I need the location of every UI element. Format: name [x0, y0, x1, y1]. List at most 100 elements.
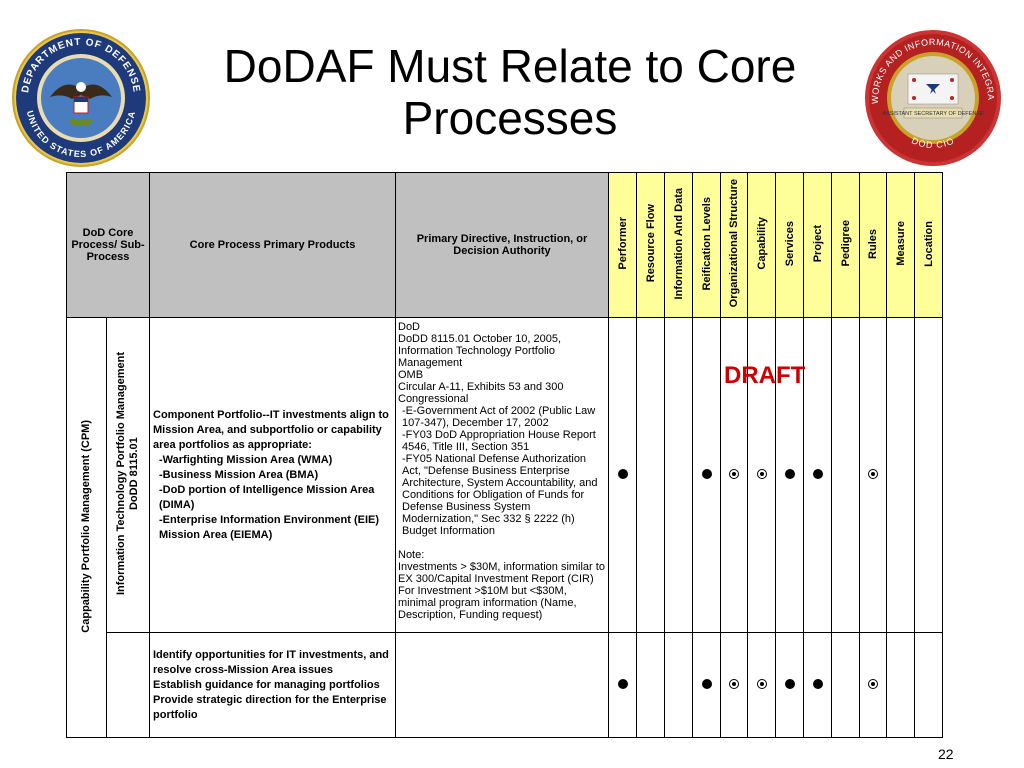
subprocess-label: Information Technology Portfolio Managem… — [115, 352, 141, 595]
header-products: Core Process Primary Products — [149, 172, 396, 318]
authority-line: -FY05 National Defense Authorization Act… — [402, 453, 598, 537]
mark-cell — [692, 317, 721, 633]
mark-cell — [664, 632, 693, 738]
header-attribute: Resource Flow — [636, 172, 665, 318]
authority-line: Note: — [398, 549, 425, 561]
slide-title: DoDAF Must Relate to Core Processes — [150, 40, 870, 144]
mark-cell — [608, 317, 637, 633]
mark-cell — [664, 317, 693, 633]
header-attribute: Reification Levels — [692, 172, 721, 318]
header-attribute-label: Project — [811, 224, 824, 263]
header-attribute: Performer — [608, 172, 637, 318]
header-attribute-label: Performer — [616, 217, 629, 270]
product-line: -Warfighting Mission Area (WMA) — [159, 453, 333, 466]
mark-cell — [775, 632, 804, 738]
product-line: Establish guidance for managing portfoli… — [153, 678, 380, 691]
filled-circle-icon — [701, 468, 712, 479]
mark-cell — [914, 317, 943, 633]
slide-title-line2: Processes — [402, 92, 618, 144]
authority-line: OMB — [398, 369, 424, 381]
filled-circle-icon — [701, 678, 712, 689]
header-attribute-label: Rules — [867, 228, 879, 259]
dod-seal-icon: DEPARTMENT OF DEFENSE UNITED STATES OF A… — [12, 29, 150, 167]
filled-circle-icon — [812, 678, 823, 689]
product-line: -Enterprise Information Environment (EIE… — [159, 513, 380, 541]
product-line: -Business Mission Area (BMA) — [159, 468, 319, 481]
process-cell: Cappability Portfolio Management (CPM) — [66, 317, 107, 738]
header-process: DoD Core Process/ Sub-Process — [66, 172, 150, 318]
mark-cell — [831, 317, 860, 633]
table-row: Identify opportunities for IT investment… — [67, 632, 943, 738]
header-attribute: Organizational Structure — [720, 172, 748, 318]
header-attribute-label: Location — [922, 220, 935, 267]
core-process-table: DoD Core Process/ Sub-Process Core Proce… — [66, 172, 943, 738]
header-attribute: Services — [775, 172, 804, 318]
page-number: 22 — [938, 746, 954, 762]
cio-seal-inner-text: ASSISTANT SECRETARY OF DEFENSE — [882, 111, 984, 117]
authority-line: Circular A-11, Exhibits 53 and 300 Congr… — [398, 381, 564, 405]
header-attribute: Measure — [886, 172, 915, 318]
ringed-circle-icon — [868, 468, 878, 479]
authority-line: For Investment >$10M but <$30M, minimal … — [398, 585, 577, 621]
header-attribute: Information And Data — [664, 172, 693, 318]
mark-cell — [886, 317, 915, 633]
product-line: Provide strategic direction for the Ente… — [153, 693, 387, 721]
product-line: Identify opportunities for IT investment… — [153, 648, 389, 676]
mark-cell — [914, 632, 943, 738]
table-row: Cappability Portfolio Management (CPM) I… — [66, 317, 943, 738]
ringed-circle-icon — [729, 678, 739, 689]
subprocess-line1: Information Technology Portfolio Managem… — [115, 351, 127, 596]
dod-cio-seal-icon: ASSISTANT SECRETARY OF DEFENSE NETWORKS … — [864, 28, 1001, 166]
authority-line — [398, 537, 606, 549]
ringed-circle-icon — [756, 468, 767, 479]
subprocess-cell: Information Technology Portfolio Managem… — [106, 317, 150, 633]
mark-cell — [747, 632, 776, 738]
process-label: Cappability Portfolio Management (CPM) — [80, 419, 92, 633]
header-attribute: Project — [803, 172, 832, 318]
authority-line: DoDD 8115.01 October 10, 2005, Informati… — [398, 333, 562, 369]
ringed-circle-icon — [868, 678, 878, 689]
header-attribute: Location — [914, 172, 943, 318]
cio-seal-bottom-text: DOD CIO — [910, 135, 955, 150]
svg-text:DOD CIO: DOD CIO — [910, 135, 956, 150]
header-attribute-label: Measure — [894, 221, 907, 266]
header-attribute: Pedigree — [831, 172, 860, 318]
mark-cell — [636, 632, 665, 738]
mark-cell — [720, 632, 748, 738]
header-attribute-label: Services — [783, 220, 796, 267]
product-line: -DoD portion of Intelligence Mission Are… — [159, 483, 375, 511]
filled-circle-icon — [784, 678, 795, 689]
header-attribute-label: Information And Data — [672, 187, 685, 300]
header-attribute-label: Reification Levels — [700, 196, 713, 291]
authority-line: -FY03 DoD Appropriation House Report 454… — [402, 429, 596, 453]
header-attribute: Capability — [747, 172, 776, 318]
draft-label: DRAFT — [724, 362, 806, 389]
product-line: Component Portfolio--IT investments alig… — [153, 408, 389, 451]
header-attribute-label: Resource Flow — [644, 204, 657, 283]
ringed-circle-icon — [756, 678, 767, 689]
filled-circle-icon — [812, 468, 823, 479]
filled-circle-icon — [617, 468, 628, 479]
header-attribute-label: Organizational Structure — [728, 179, 740, 308]
header-attribute-label: Capability — [755, 217, 768, 270]
authority-line: Investments > $30M, information similar … — [398, 561, 605, 585]
filled-circle-icon — [784, 468, 795, 479]
mark-cell — [803, 632, 832, 738]
authority-cell-empty — [395, 632, 609, 738]
mark-cell — [803, 317, 832, 633]
header-attribute: Rules — [859, 172, 887, 318]
mark-cell — [608, 632, 637, 738]
mark-cell — [859, 632, 887, 738]
mark-cell — [886, 632, 915, 738]
ringed-circle-icon — [729, 468, 739, 479]
header-authority: Primary Directive, Instruction, or Decis… — [395, 172, 609, 318]
subprocess-line2: DoDD 8115.01 — [128, 437, 140, 510]
table-header-row: DoD Core Process/ Sub-Process Core Proce… — [66, 172, 943, 318]
filled-circle-icon — [617, 678, 628, 689]
mark-cell — [831, 632, 860, 738]
slide-title-line1: DoDAF Must Relate to Core — [223, 40, 797, 92]
products-cell: Identify opportunities for IT investment… — [149, 632, 396, 738]
products-cell: Component Portfolio--IT investments alig… — [149, 317, 396, 633]
authority-cell: DoD DoDD 8115.01 October 10, 2005, Infor… — [395, 317, 609, 633]
header-attribute-label: Pedigree — [839, 220, 852, 267]
